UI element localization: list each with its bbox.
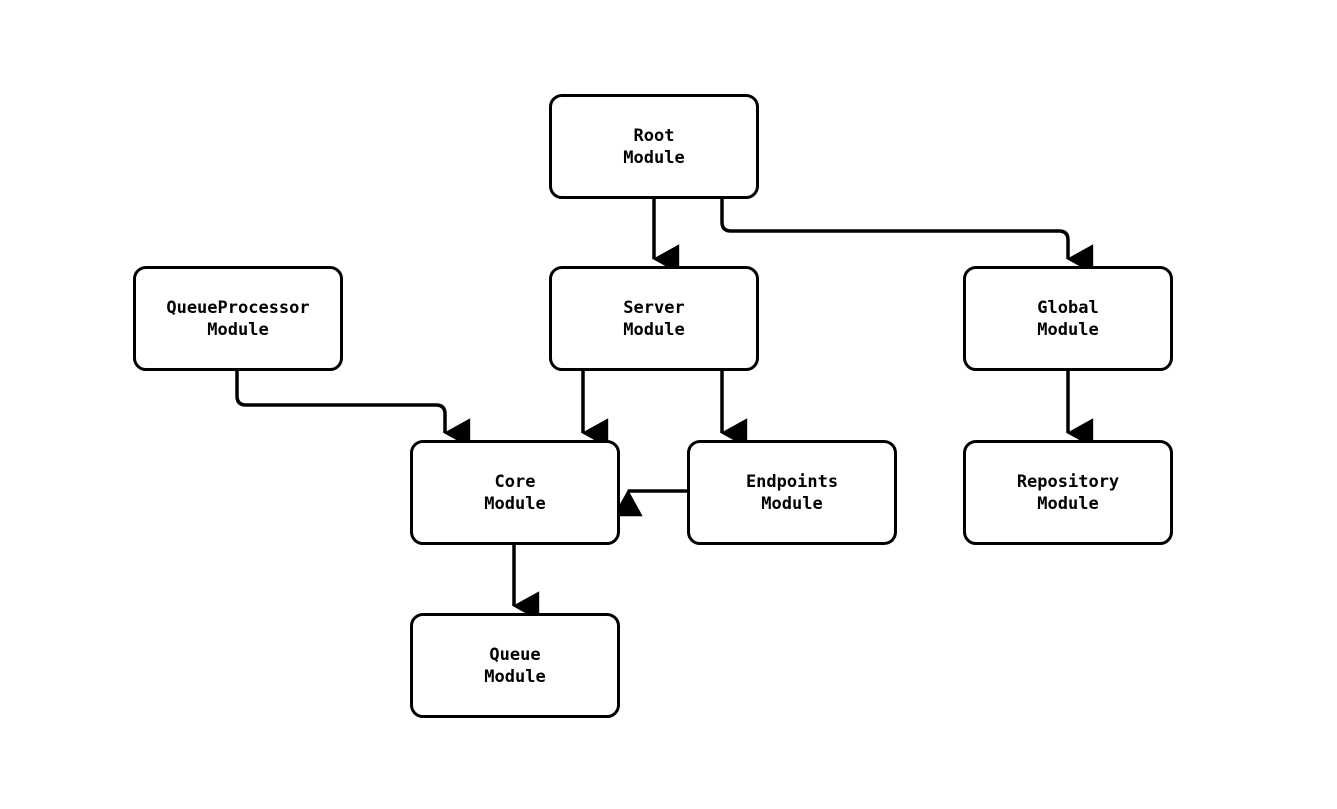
node-endpoints-module-suffix: Module: [761, 493, 823, 514]
node-server-module-name: Server: [623, 297, 685, 318]
edge-root-to-global: [720, 199, 1094, 274]
node-repository-module-suffix: Module: [1037, 493, 1099, 514]
node-global-module-name: Global: [1037, 297, 1099, 318]
node-server-module-suffix: Module: [623, 319, 685, 340]
node-repository-module-name: Repository: [1016, 471, 1120, 492]
node-root-module-name: Root: [633, 125, 675, 146]
node-global-module[interactable]: Global Module: [963, 266, 1173, 371]
node-core-module[interactable]: Core Module: [410, 440, 620, 545]
node-queueprocessor-module-suffix: Module: [207, 319, 269, 340]
node-core-module-name: Core: [494, 471, 536, 492]
node-queueprocessor-module[interactable]: QueueProcessor Module: [133, 266, 343, 371]
edge-queueprocessor-to-core: [235, 371, 471, 448]
node-queue-module[interactable]: Queue Module: [410, 613, 620, 718]
node-queue-module-name: Queue: [489, 644, 541, 665]
node-queueprocessor-module-name: QueueProcessor: [166, 297, 310, 318]
node-global-module-suffix: Module: [1037, 319, 1099, 340]
node-server-module[interactable]: Server Module: [549, 266, 759, 371]
node-root-module[interactable]: Root Module: [549, 94, 759, 199]
node-queue-module-suffix: Module: [484, 666, 546, 687]
node-endpoints-module-name: Endpoints: [745, 471, 839, 492]
node-repository-module[interactable]: Repository Module: [963, 440, 1173, 545]
node-endpoints-module[interactable]: Endpoints Module: [687, 440, 897, 545]
node-core-module-suffix: Module: [484, 493, 546, 514]
node-root-module-suffix: Module: [623, 147, 685, 168]
